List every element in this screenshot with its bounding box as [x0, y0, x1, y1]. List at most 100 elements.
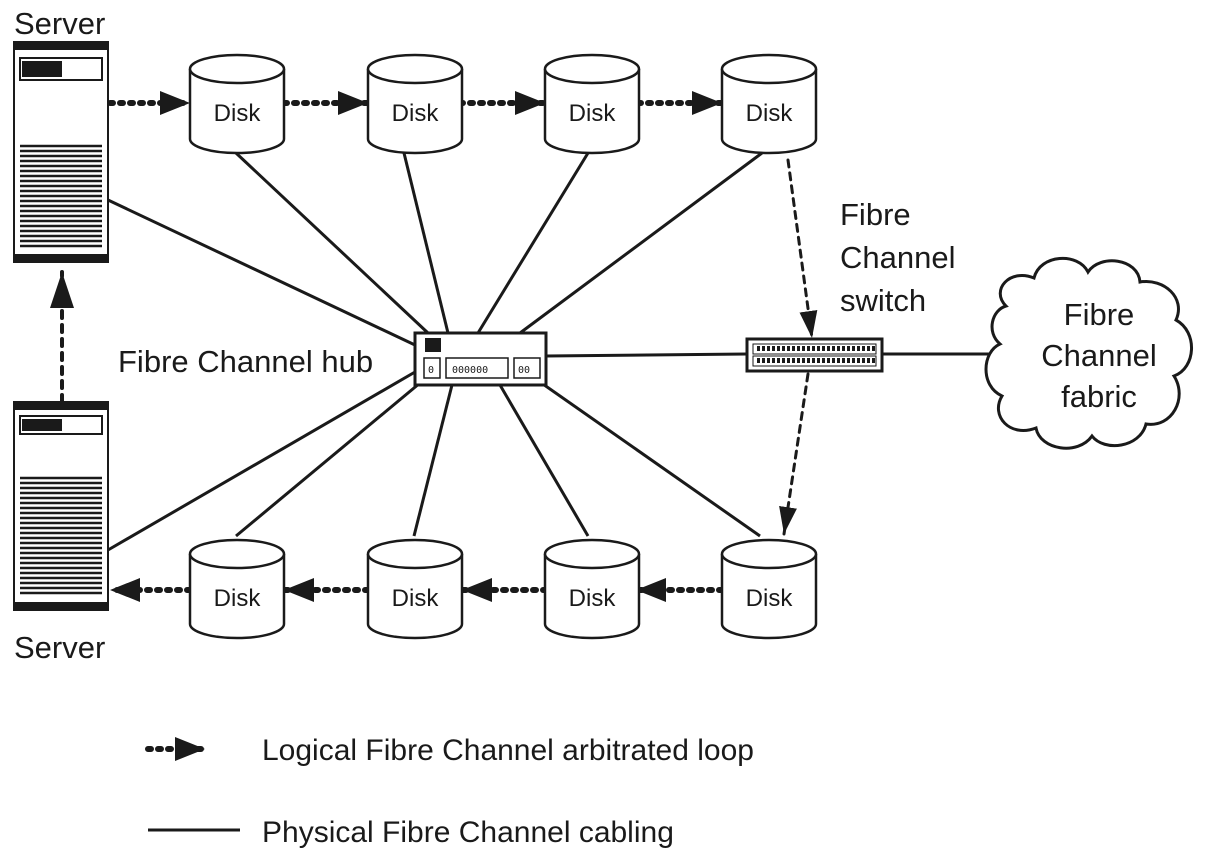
disk-label: Disk	[392, 100, 440, 127]
fabric-label-line-1: Fibre	[1064, 297, 1135, 332]
legend: Logical Fibre Channel arbitrated loop Ph…	[145, 734, 754, 849]
physical-cabling	[107, 151, 992, 552]
disk-label: Disk	[214, 585, 262, 612]
switch-port	[827, 346, 830, 351]
server-top	[13, 41, 109, 263]
cable-disk-b1-hub	[235, 381, 421, 538]
hub-port-label: 000000	[452, 365, 488, 376]
switch-port	[767, 358, 770, 363]
switch-port	[862, 358, 865, 363]
switch-port	[787, 358, 790, 363]
server-vents	[20, 144, 102, 248]
fabric-cloud-icon	[984, 257, 1193, 450]
switch-port	[827, 358, 830, 363]
cable-disk-t3-hub	[476, 152, 590, 334]
switch-label-line-2: Channel	[840, 240, 955, 275]
hub-port-label: 0	[428, 365, 434, 376]
switch-label-line-3: switch	[840, 283, 926, 318]
switch-port	[857, 346, 860, 351]
disk-bottom-3: Disk	[543, 538, 641, 640]
disk-label: Disk	[746, 100, 794, 127]
switch-port	[782, 358, 785, 363]
switch-port	[872, 358, 875, 363]
switch-port	[792, 346, 795, 351]
cable-disk-b3-hub	[498, 384, 590, 537]
switch-port	[797, 346, 800, 351]
server-top-label: Server	[14, 6, 105, 41]
disk-label: Disk	[392, 585, 440, 612]
disk-label: Disk	[746, 585, 794, 612]
switch-port	[832, 358, 835, 363]
switch-port	[757, 358, 760, 363]
cable-disk-t2-hub	[402, 152, 450, 334]
fabric-label-line-2: Channel	[1041, 338, 1156, 373]
switch-port	[872, 346, 875, 351]
switch-port	[837, 358, 840, 363]
switch-port	[807, 358, 810, 363]
switch-ports	[757, 346, 875, 363]
disk-top-2: Disk	[366, 53, 464, 155]
disk-bottom-1: Disk	[188, 538, 286, 640]
switch-port	[802, 346, 805, 351]
disk-top-4: Disk	[720, 53, 818, 155]
hub-label: Fibre Channel hub	[118, 344, 373, 379]
disk-label: Disk	[214, 100, 262, 127]
switch-port	[772, 358, 775, 363]
legend-logical-label: Logical Fibre Channel arbitrated loop	[262, 734, 754, 767]
switch-port	[787, 346, 790, 351]
cable-disk-t1-hub	[234, 151, 430, 335]
switch-port	[797, 358, 800, 363]
switch-port	[842, 346, 845, 351]
logical-loop	[50, 91, 818, 602]
switch-port	[847, 358, 850, 363]
switch-port	[832, 346, 835, 351]
switch-port	[862, 346, 865, 351]
legend-physical-label: Physical Fibre Channel cabling	[262, 816, 674, 849]
switch-port	[822, 346, 825, 351]
disk-bottom-2: Disk	[366, 538, 464, 640]
switch-port	[857, 358, 860, 363]
switch-port	[867, 358, 870, 363]
server-bottom-label: Server	[14, 630, 105, 665]
hub-port-label: 00	[518, 365, 530, 376]
switch-port	[807, 346, 810, 351]
cable-disk-b4-hub	[539, 380, 761, 538]
switch-port	[817, 346, 820, 351]
switch-port	[822, 358, 825, 363]
switch-port	[772, 346, 775, 351]
switch-port	[812, 358, 815, 363]
switch-port	[777, 358, 780, 363]
fibre-channel-switch	[745, 337, 884, 373]
switch-port	[867, 346, 870, 351]
switch-port	[802, 358, 805, 363]
disk-label: Disk	[569, 585, 617, 612]
disk-top-3: Disk	[543, 53, 641, 155]
switch-port	[762, 358, 765, 363]
switch-port	[847, 346, 850, 351]
cable-server-bottom-hub	[107, 370, 416, 552]
loop-disk-t4-to-switch	[786, 158, 818, 340]
disk-bottom-4: Disk	[720, 538, 818, 640]
fibre-channel-hub: 0 000000 00	[413, 331, 548, 387]
disk-label: Disk	[569, 100, 617, 127]
switch-port	[852, 358, 855, 363]
switch-port	[837, 346, 840, 351]
switch-port	[812, 346, 815, 351]
cable-disk-b2-hub	[412, 384, 454, 537]
switch-port	[782, 346, 785, 351]
switch-port	[762, 346, 765, 351]
server-bottom	[13, 401, 109, 611]
loop-switch-to-disk-b4	[779, 372, 810, 536]
switch-port	[792, 358, 795, 363]
cable-disk-t4-hub	[519, 151, 763, 335]
server-vents	[20, 476, 102, 595]
switch-port	[767, 346, 770, 351]
switch-port	[777, 346, 780, 351]
cable-server-top-hub	[107, 198, 416, 347]
disk-top-1: Disk	[188, 53, 286, 155]
cable-hub-switch	[545, 352, 748, 358]
switch-port	[842, 358, 845, 363]
switch-port	[757, 346, 760, 351]
